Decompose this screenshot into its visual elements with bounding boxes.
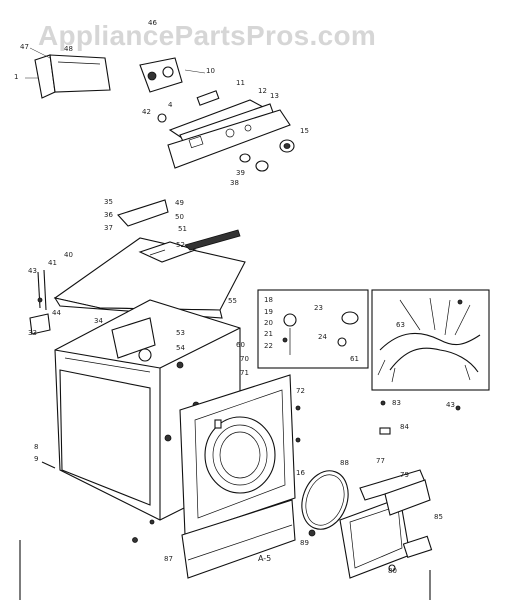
loose-small-parts	[132, 400, 461, 543]
callout-16: 16	[296, 469, 305, 477]
callout-50: 50	[175, 213, 184, 221]
callout-41: 41	[48, 259, 57, 267]
callout-8: 8	[34, 443, 39, 451]
left-bracket	[29, 269, 51, 335]
callout-85: 85	[434, 513, 443, 521]
wiring-harness-inset	[371, 289, 490, 391]
callout-15: 15	[300, 127, 309, 135]
callout-55: 55	[228, 297, 237, 305]
callout-39: 39	[236, 169, 245, 177]
callout-11: 11	[236, 79, 245, 87]
callout-61: 61	[350, 355, 359, 363]
callout-84: 84	[400, 423, 409, 431]
callout-44: 44	[52, 309, 61, 317]
callout-70: 70	[240, 355, 249, 363]
callout-43-b: 43	[446, 401, 455, 409]
callout-33: 33	[28, 329, 37, 337]
callout-23: 23	[314, 304, 323, 312]
callout-10: 10	[206, 67, 215, 75]
callout-24: 24	[318, 333, 327, 341]
callout-60: 60	[236, 341, 245, 349]
callout-72: 72	[296, 387, 305, 395]
callout-34: 34	[94, 317, 103, 325]
callout-80: 80	[388, 567, 397, 575]
callout-18: 18	[264, 296, 273, 304]
callout-37: 37	[104, 224, 113, 232]
callout-52: 52	[176, 241, 185, 249]
callout-12: 12	[258, 87, 267, 95]
switch-inset-box	[257, 289, 369, 369]
callout-20: 20	[264, 319, 273, 327]
callout-21: 21	[264, 330, 273, 338]
callout-77: 77	[376, 457, 385, 465]
callout-13: 13	[270, 92, 279, 100]
door-assembly	[339, 469, 433, 579]
callout-40: 40	[64, 251, 73, 259]
callout-49: 49	[175, 199, 184, 207]
toe-kick-panel	[181, 499, 296, 579]
callout-22: 22	[264, 342, 273, 350]
callout-35: 35	[104, 198, 113, 206]
callout-89: 89	[300, 539, 309, 547]
callout-9: 9	[34, 455, 39, 463]
callout-88: 88	[340, 459, 349, 467]
callout-83: 83	[392, 399, 401, 407]
callout-4: 4	[168, 101, 173, 109]
timer-assembly	[139, 57, 206, 93]
callout-38: 38	[230, 179, 239, 187]
callout-63: 63	[396, 321, 405, 329]
callout-19: 19	[264, 308, 273, 316]
frame-marks	[19, 540, 431, 600]
callout-79: 79	[400, 471, 409, 479]
callout-53: 53	[176, 329, 185, 337]
console-end-cap	[25, 47, 111, 99]
watermark: AppliancePartsPros.com	[38, 20, 377, 51]
control-knobs	[239, 139, 295, 172]
callout-1: 1	[14, 73, 19, 81]
front-panel	[179, 374, 296, 536]
door-seal	[301, 470, 349, 530]
callout-43: 43	[28, 267, 37, 275]
callout-54: 54	[176, 344, 185, 352]
callout-71: 71	[240, 369, 249, 377]
callout-51: 51	[178, 225, 187, 233]
callout-46: 46	[148, 19, 157, 27]
callout-36: 36	[104, 211, 113, 219]
diagram-label: A-5	[258, 554, 272, 563]
control-panel	[157, 90, 291, 169]
callout-42: 42	[142, 108, 151, 116]
callout-87: 87	[164, 555, 173, 563]
callout-48: 48	[64, 45, 73, 53]
callout-47: 47	[20, 43, 29, 51]
